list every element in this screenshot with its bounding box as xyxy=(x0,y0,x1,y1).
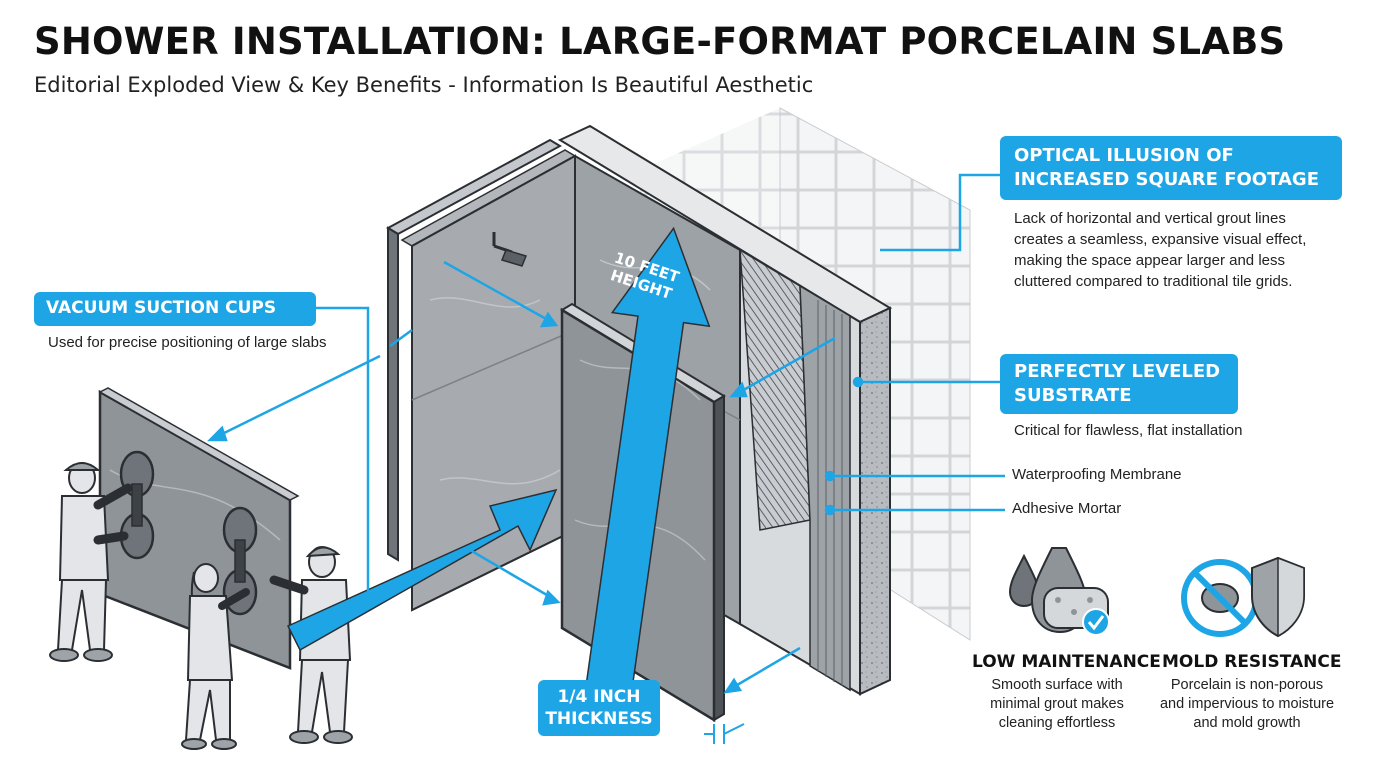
substrate-title-line-1: PERFECTLY LEVELED xyxy=(1014,361,1221,382)
thickness-box xyxy=(538,680,660,736)
substrate-description: Critical for flawless, flat installation xyxy=(1014,422,1243,439)
page-subtitle: Editorial Exploded View & Key Benefits -… xyxy=(34,73,814,97)
worker-middle xyxy=(181,563,250,750)
substrate-callout-title: PERFECTLY LEVELED SUBSTRATE xyxy=(1000,354,1238,414)
leader-lines xyxy=(206,173,1005,694)
thickness-dimension xyxy=(704,723,745,744)
benefit-text-line: minimal grout makes xyxy=(990,696,1124,712)
worker-left xyxy=(49,462,133,662)
installation-arrow xyxy=(286,488,558,652)
benefit-mold-resistance-text: Porcelain is non-porous and impervious t… xyxy=(1147,676,1347,733)
membrane-label: Waterproofing Membrane xyxy=(1012,466,1182,483)
optical-title-line-2: INCREASED SQUARE FOOTAGE xyxy=(1014,169,1319,190)
layer-strips xyxy=(739,248,851,692)
benefit-text-line: Porcelain is non-porous xyxy=(1170,677,1324,693)
vacuum-callout-title: VACUUM SUCTION CUPS xyxy=(34,292,316,326)
optical-callout-title: OPTICAL ILLUSION OF INCREASED SQUARE FOO… xyxy=(1000,136,1342,200)
vacuum-title-text: VACUUM SUCTION CUPS xyxy=(46,298,277,318)
thickness-label-line-1: 1/4 INCH xyxy=(557,687,641,707)
benefit-text-line: and impervious to moisture xyxy=(1159,696,1335,712)
optical-text-line: making the space appear larger and less xyxy=(1014,252,1285,269)
optical-text-line: cluttered compared to traditional tile g… xyxy=(1014,273,1293,290)
benefit-low-maintenance-text: Smooth surface with minimal grout makes … xyxy=(962,676,1152,733)
benefit-low-maintenance-title: LOW MAINTENANCE xyxy=(972,652,1161,672)
optical-text-line: creates a seamless, expansive visual eff… xyxy=(1014,231,1307,248)
thickness-label: 1/4 INCH THICKNESS xyxy=(538,686,660,730)
no-mold-icon xyxy=(1181,559,1259,637)
shower-head-icon xyxy=(492,232,528,267)
check-badge-icon xyxy=(1082,608,1110,636)
benefit-text-line: and mold growth xyxy=(1193,715,1301,731)
benefit-mold-resistance-title: MOLD RESISTANCE xyxy=(1162,652,1342,672)
substrate-title-line-2: SUBSTRATE xyxy=(1014,385,1132,406)
optical-text-line: Lack of horizontal and vertical grout li… xyxy=(1014,210,1286,227)
optical-title-line-1: OPTICAL ILLUSION OF xyxy=(1014,145,1234,166)
shield-icon xyxy=(1251,556,1305,638)
benefit-text-line: Smooth surface with xyxy=(991,677,1123,693)
vacuum-description: Used for precise positioning of large sl… xyxy=(48,334,327,351)
page-title: SHOWER INSTALLATION: LARGE-FORMAT PORCEL… xyxy=(34,20,1286,63)
mortar-label: Adhesive Mortar xyxy=(1012,500,1122,517)
height-arrow xyxy=(583,226,711,702)
thickness-label-line-2: THICKNESS xyxy=(545,709,653,729)
benefit-text-line: cleaning effortless xyxy=(998,715,1116,731)
